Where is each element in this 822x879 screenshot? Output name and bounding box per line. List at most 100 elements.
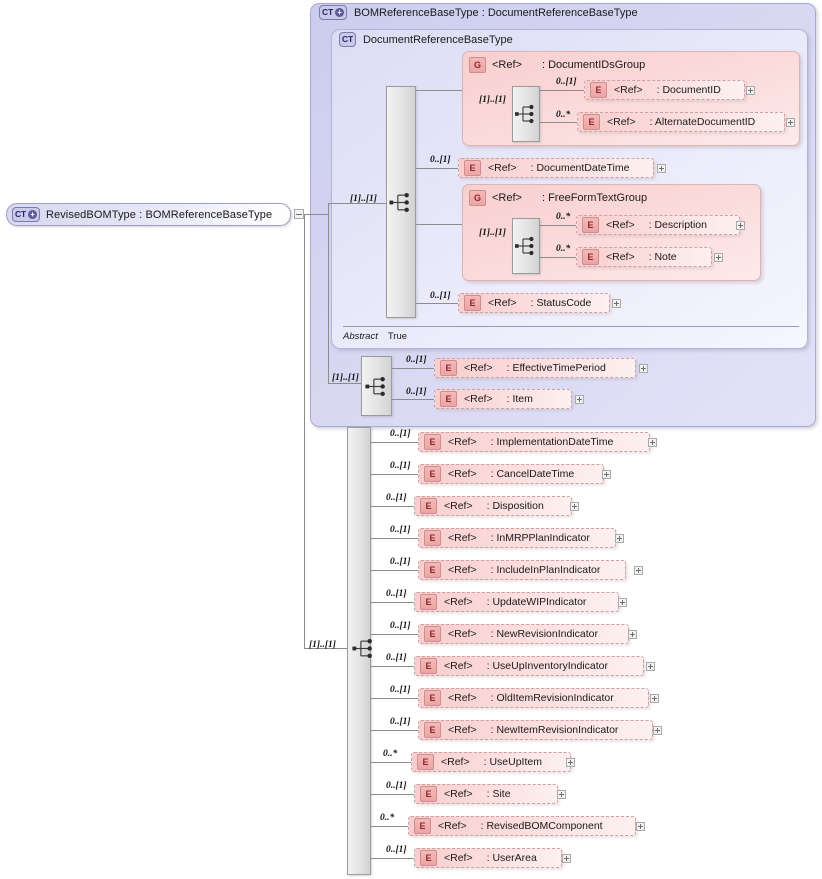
root-complex-type-revisedbomtype[interactable]: CT+ RevisedBOMType : BOMReferenceBaseTyp… (6, 203, 291, 226)
cardinality-sequence-documentidsgroup: [1]..[1] (479, 95, 506, 105)
element-box-item[interactable]: E <Ref> : Item (434, 389, 572, 409)
expand-icon-inmrpplanindicator[interactable] (615, 534, 624, 543)
expand-icon-site[interactable] (557, 790, 566, 799)
element-name-label: : Disposition (486, 500, 544, 512)
element-ref-label: <Ref> (488, 297, 517, 309)
element-box-includeinplanindicator[interactable]: E<Ref>: IncludeInPlanIndicator (418, 560, 626, 580)
expand-icon-disposition[interactable] (570, 502, 579, 511)
sequence-icon (515, 236, 534, 256)
expand-icon-item[interactable] (575, 395, 584, 404)
element-box-site[interactable]: E<Ref>: Site (414, 784, 558, 804)
element-badge-icon: E (420, 658, 437, 674)
connector-line (304, 214, 328, 215)
element-name-label: : NewRevisionIndicator (490, 628, 598, 640)
element-box-useupitem[interactable]: E<Ref>: UseUpItem (411, 752, 571, 772)
element-box-alternatedocumentid[interactable]: E <Ref> : AlternateDocumentID (577, 112, 785, 132)
element-name-label: : RevisedBOMComponent (480, 820, 603, 832)
collapse-minus-icon[interactable] (294, 209, 304, 219)
abstract-value: True (387, 331, 408, 342)
element-box-newitemrevisionindicator[interactable]: E<Ref>: NewItemRevisionIndicator (418, 720, 653, 740)
expand-plus-icon[interactable]: + (334, 8, 344, 17)
connector-line (392, 399, 434, 400)
element-name-label: : Description (648, 219, 707, 231)
expand-icon-effectivetimeperiod[interactable] (639, 364, 648, 373)
expand-icon-newrevisionindicator[interactable] (628, 630, 637, 639)
expand-icon-note[interactable] (714, 253, 723, 262)
cardinality-useupitem: 0..* (383, 749, 398, 759)
sequence-icon (352, 638, 372, 659)
element-box-newrevisionindicator[interactable]: E<Ref>: NewRevisionIndicator (418, 624, 629, 644)
element-box-useupinventoryindicator[interactable]: E<Ref>: UseUpInventoryIndicator (414, 656, 644, 676)
expand-icon-implementationdatetime[interactable] (648, 438, 657, 447)
connector-line (328, 203, 345, 204)
element-ref-label: <Ref> (444, 852, 473, 864)
element-ref-label: <Ref> (448, 468, 477, 480)
expand-icon-alternatedocumentid[interactable] (786, 118, 795, 127)
element-badge-icon: E (424, 434, 441, 450)
expand-icon-newitemrevisionindicator[interactable] (653, 726, 662, 735)
cardinality-description: 0..* (556, 212, 571, 222)
element-box-implementationdatetime[interactable]: E<Ref>: ImplementationDateTime (418, 432, 650, 452)
element-box-note[interactable]: E <Ref> : Note (576, 247, 712, 267)
cardinality-effectivetimeperiod: 0..[1] (406, 355, 427, 365)
connector-line (371, 858, 414, 859)
expand-icon-statuscode[interactable] (612, 299, 621, 308)
element-badge-icon: E (417, 754, 434, 770)
expand-icon-updatewipindicator[interactable] (618, 598, 627, 607)
element-badge-icon: E (440, 391, 457, 407)
element-box-description[interactable]: E <Ref> : Description (576, 215, 740, 235)
element-box-olditemrevisionindicator[interactable]: E<Ref>: OldItemRevisionIndicator (418, 688, 649, 708)
element-box-effectivetimeperiod[interactable]: E <Ref> : EffectiveTimePeriod (434, 358, 636, 378)
element-box-revisedbomcomponent[interactable]: E<Ref>: RevisedBOMComponent (408, 816, 636, 836)
element-box-updatewipindicator[interactable]: E<Ref>: UpdateWIPIndicator (414, 592, 619, 612)
connector-line (416, 303, 458, 304)
connector-line (371, 762, 411, 763)
sequence-plate-root (347, 427, 371, 875)
expand-icon-olditemrevisionindicator[interactable] (650, 694, 659, 703)
sequence-icon (389, 192, 409, 213)
cardinality-includeinplanindicator: 0..[1] (390, 557, 411, 567)
connector-line (345, 203, 386, 204)
expand-icon-userarea[interactable] (562, 854, 571, 863)
element-ref-label: <Ref> (448, 692, 477, 704)
expand-icon-documentdatetime[interactable] (657, 164, 666, 173)
connector-line (304, 214, 305, 648)
expand-icon-documentid[interactable] (746, 86, 755, 95)
cardinality-sequence-root: [1]..[1] (309, 640, 336, 650)
element-box-userarea[interactable]: E<Ref>: UserArea (414, 848, 562, 868)
element-name-label: : CancelDateTime (490, 468, 575, 480)
expand-icon-canceldatetime[interactable] (602, 470, 611, 479)
cardinality-newitemrevisionindicator: 0..[1] (390, 717, 411, 727)
expand-icon-includeinplanindicator[interactable] (634, 566, 643, 575)
element-box-documentid[interactable]: E <Ref> : DocumentID (584, 80, 745, 100)
element-badge-icon: E (424, 562, 441, 578)
element-box-canceldatetime[interactable]: E<Ref>: CancelDateTime (418, 464, 604, 484)
cardinality-canceldatetime: 0..[1] (390, 461, 411, 471)
element-ref-label: <Ref> (444, 596, 473, 608)
connector-line (416, 168, 458, 169)
cardinality-inmrpplanindicator: 0..[1] (390, 525, 411, 535)
container-title-documentreferencebasetype: CT DocumentReferenceBaseType (339, 32, 513, 47)
connector-line (371, 602, 414, 603)
expand-plus-icon[interactable]: + (27, 210, 37, 219)
complex-type-badge-icon: CT+ (319, 5, 347, 20)
element-ref-label: <Ref> (614, 84, 643, 96)
group-ref-label: <Ref> (492, 192, 522, 204)
expand-icon-revisedbomcomponent[interactable] (636, 822, 645, 831)
element-ref-label: <Ref> (448, 564, 477, 576)
expand-icon-useupitem[interactable] (566, 758, 575, 767)
group-badge-icon: G (469, 57, 486, 73)
element-name-label: : UseUpItem (483, 756, 542, 768)
element-name-label: : ImplementationDateTime (490, 436, 614, 448)
expand-icon-description[interactable] (736, 221, 745, 230)
cardinality-olditemrevisionindicator: 0..[1] (390, 685, 411, 695)
element-box-documentdatetime[interactable]: E <Ref> : DocumentDateTime (458, 158, 654, 178)
cardinality-revisedbomcomponent: 0..* (380, 813, 395, 823)
connector-line (416, 90, 462, 91)
element-box-disposition[interactable]: E<Ref>: Disposition (414, 496, 572, 516)
element-box-inmrpplanindicator[interactable]: E<Ref>: InMRPPlanIndicator (418, 528, 616, 548)
expand-icon-useupinventoryindicator[interactable] (646, 662, 655, 671)
element-ref-label: <Ref> (444, 500, 473, 512)
element-box-statuscode[interactable]: E <Ref> : StatusCode (458, 293, 610, 313)
